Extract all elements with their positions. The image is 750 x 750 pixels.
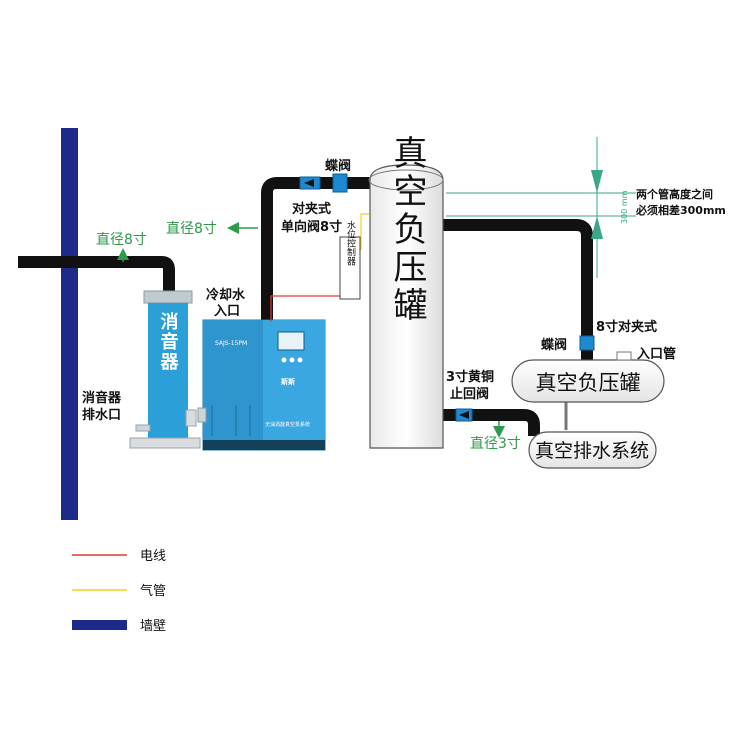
muffler-label: 消音器 [158, 311, 180, 372]
vacuum-drain-system: 真空排水系统 [528, 431, 657, 469]
drain-pipe [443, 409, 540, 436]
brass-check-valve-2: 止回阀 [450, 386, 489, 402]
compressor-brand: 斯斯 [281, 377, 295, 386]
svg-text:真空排水系统: 真空排水系统 [535, 440, 649, 462]
wafer-check-valve-label-2: 单向阀8寸 [281, 219, 342, 235]
compressor-screen [277, 331, 305, 351]
big-tank-label: 真空负压罐 [387, 135, 427, 325]
svg-text:真空负压罐: 真空负压罐 [536, 371, 641, 395]
pipes [18, 177, 593, 436]
big-vacuum-tank: 真空负压罐 [368, 135, 444, 449]
air-tube [360, 213, 369, 250]
inlet-pipe-label: 入口管 [637, 346, 676, 362]
height-dim-label: 300 mm [620, 190, 629, 224]
svg-text:水位控制器: 水位控制器 [345, 219, 356, 265]
compressor-model: SAJS-15PM [215, 340, 247, 347]
labels: 直径8寸 直径8寸 蝶阀 对夹式 单向阀8寸 冷却水 入口 消音器 排水口 两个… [82, 158, 726, 452]
electric-wire [270, 295, 350, 322]
wall [61, 128, 78, 520]
svg-text:电线: 电线 [140, 549, 166, 564]
legend-item-wall: 墙壁 [72, 619, 166, 634]
water-level-controller: 水位控制器 [339, 219, 361, 300]
height-note-2: 必须相差300mm [635, 203, 726, 217]
muffler-drain-1: 消音器 [82, 390, 122, 406]
valves [299, 173, 595, 422]
muffler: 消音器 [129, 290, 201, 449]
svg-text:气管: 气管 [140, 583, 166, 599]
compressor-unit: SAJS-15PM 斯斯 无油涡旋真空泵系统 [197, 319, 326, 451]
muffler-drain-2: 排水口 [82, 407, 121, 423]
cooling-water-inlet-2: 入口 [214, 304, 240, 319]
inlet-pipe-stub [616, 351, 632, 361]
wafer-check-valve-label-1: 对夹式 [292, 201, 331, 217]
small-vacuum-tank: 真空负压罐 [511, 351, 665, 403]
muffler-outlet-diameter: 直径8寸 [96, 231, 147, 248]
legend-item-air-tube: 气管 [72, 583, 166, 599]
wafer-8in-label: 8寸对夹式 [596, 319, 657, 335]
legend: 电线 气管 墙壁 [72, 549, 166, 634]
compressor-outlet-pipe [261, 177, 372, 320]
height-note-1: 两个管高度之间 [636, 187, 713, 201]
butterfly-valve-right-label: 蝶阀 [541, 337, 567, 353]
compressor-outlet-diameter: 直径8寸 [166, 220, 217, 237]
cooling-water-inlet-1: 冷却水 [206, 287, 246, 303]
butterfly-valve-top [332, 173, 348, 193]
muffler-exhaust-pipe [18, 256, 175, 292]
compressor-panel-text: 无油涡旋真空泵系统 [265, 421, 310, 428]
butterfly-valve-top-label: 蝶阀 [325, 158, 351, 174]
height-dimension [446, 137, 636, 278]
brass-check-valve-1: 3寸黄铜 [446, 369, 494, 385]
legend-item-electric-wire: 电线 [72, 549, 166, 564]
svg-text:墙壁: 墙壁 [140, 619, 166, 634]
tank-link-pipe [443, 219, 593, 360]
drain-diameter-label: 直径3寸 [470, 435, 521, 452]
butterfly-valve-right [579, 335, 595, 351]
